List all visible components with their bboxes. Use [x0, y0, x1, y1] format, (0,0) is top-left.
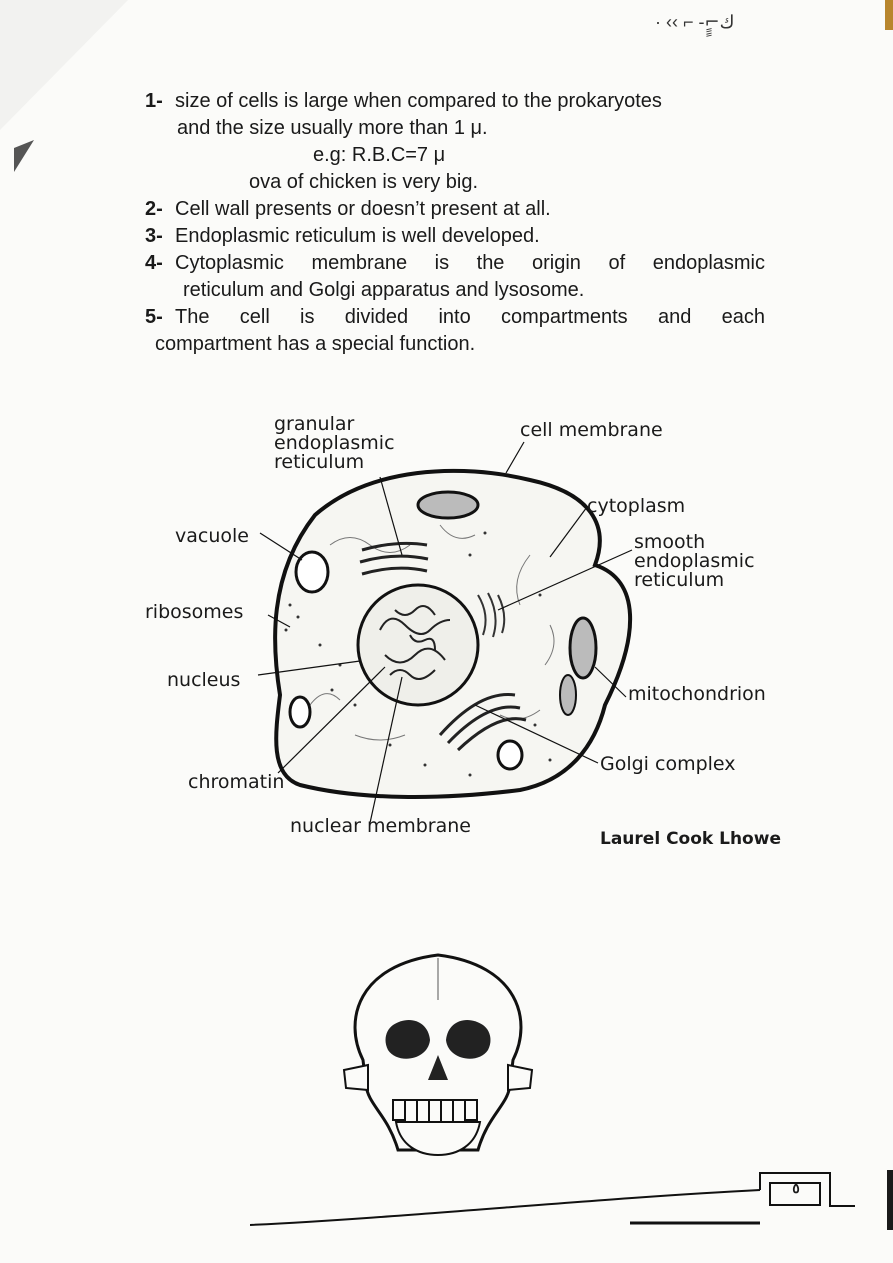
corner-fold-mark	[0, 0, 128, 172]
label-golgi-complex: Golgi complex	[600, 753, 736, 775]
vacuole-lower-shape	[288, 695, 312, 729]
label-mitochondrion: mitochondrion	[628, 683, 766, 705]
point-4-number: 4-	[145, 252, 163, 274]
label-granular-er-line-3: reticulum	[274, 451, 365, 473]
point-4: 4- Cytoplasmic membrane is the origin of…	[145, 250, 765, 277]
ribosomes-shape	[284, 531, 552, 777]
label-granular-er-line-1: granular	[274, 413, 355, 435]
label-leader-lines	[257, 441, 633, 824]
point-5-number: 5-	[145, 306, 163, 328]
page-edge-mark	[885, 0, 893, 30]
label-nucleus: nucleus	[167, 669, 241, 691]
point-1-number: 1-	[145, 90, 163, 112]
page-edge-mark-bottom	[887, 1170, 893, 1230]
point-5-line-2: compartment has a special function.	[155, 333, 476, 355]
skull-illustration	[342, 953, 534, 1157]
label-smooth-er-line-2: endoplasmic	[634, 550, 755, 572]
point-1-line-3: e.g: R.B.C=7 μ	[313, 144, 446, 166]
label-granular-er-line-2: endoplasmic	[274, 432, 395, 454]
mitochondrion-small-shape	[559, 674, 577, 716]
chromatin-shape	[379, 605, 451, 680]
illustrator-credit: Laurel Cook Lhowe	[600, 829, 781, 849]
nucleus-shape	[356, 583, 480, 707]
label-cytoplasm: cytoplasm	[587, 495, 686, 517]
mitochondrion-top-shape	[416, 490, 480, 520]
point-list: 1- size of cells is large when compared …	[145, 88, 765, 358]
point-5-line-1: The cell is divided into compartments an…	[175, 306, 765, 328]
label-ribosomes: ribosomes	[145, 601, 244, 623]
header-scribble: · ‹‹ ⌐ -⌐ٍٍك	[655, 12, 735, 32]
label-chromatin: chromatin	[188, 771, 285, 793]
label-smooth-er-line-1: smooth	[634, 531, 706, 553]
point-1-line-2: and the size usually more than 1 μ.	[177, 117, 488, 139]
point-4-line-2: reticulum and Golgi apparatus and lysoso…	[183, 279, 585, 301]
animal-cell-diagram: granular endoplasmic reticulum cell memb…	[140, 405, 790, 860]
label-smooth-er: smooth endoplasmic reticulum	[634, 533, 755, 590]
label-granular-er: granular endoplasmic reticulum	[274, 415, 395, 472]
point-1-line-1: size of cells is large when compared to …	[175, 90, 662, 112]
granular-er-shape	[359, 541, 429, 576]
vacuole-shape	[294, 550, 330, 594]
page-footer-border	[250, 1172, 855, 1226]
mitochondrion-right-shape	[568, 616, 598, 680]
smooth-er-shape	[477, 592, 506, 638]
page-number: ٥	[792, 1180, 800, 1196]
point-2-line-1: Cell wall presents or doesn’t present at…	[175, 198, 551, 220]
point-4-line-1: Cytoplasmic membrane is the origin of en…	[175, 252, 765, 274]
label-smooth-er-line-3: reticulum	[634, 569, 725, 591]
point-3-number: 3-	[145, 225, 163, 247]
point-1-line-4: ova of chicken is very big.	[249, 171, 478, 193]
golgi-complex-shape	[438, 693, 527, 752]
label-vacuole: vacuole	[175, 525, 249, 547]
point-2-number: 2-	[145, 198, 163, 220]
label-cell-membrane: cell membrane	[520, 419, 663, 441]
point-3: 3- Endoplasmic reticulum is well develop…	[145, 223, 765, 250]
point-1: 1- size of cells is large when compared …	[145, 88, 765, 115]
label-nuclear-membrane: nuclear membrane	[290, 815, 471, 837]
point-5: 5- The cell is divided into compartments…	[145, 304, 765, 331]
point-2: 2- Cell wall presents or doesn’t present…	[145, 196, 765, 223]
point-3-line-1: Endoplasmic reticulum is well developed.	[175, 225, 540, 247]
cell-illustration	[257, 441, 633, 824]
vacuole-right-shape	[496, 739, 524, 771]
